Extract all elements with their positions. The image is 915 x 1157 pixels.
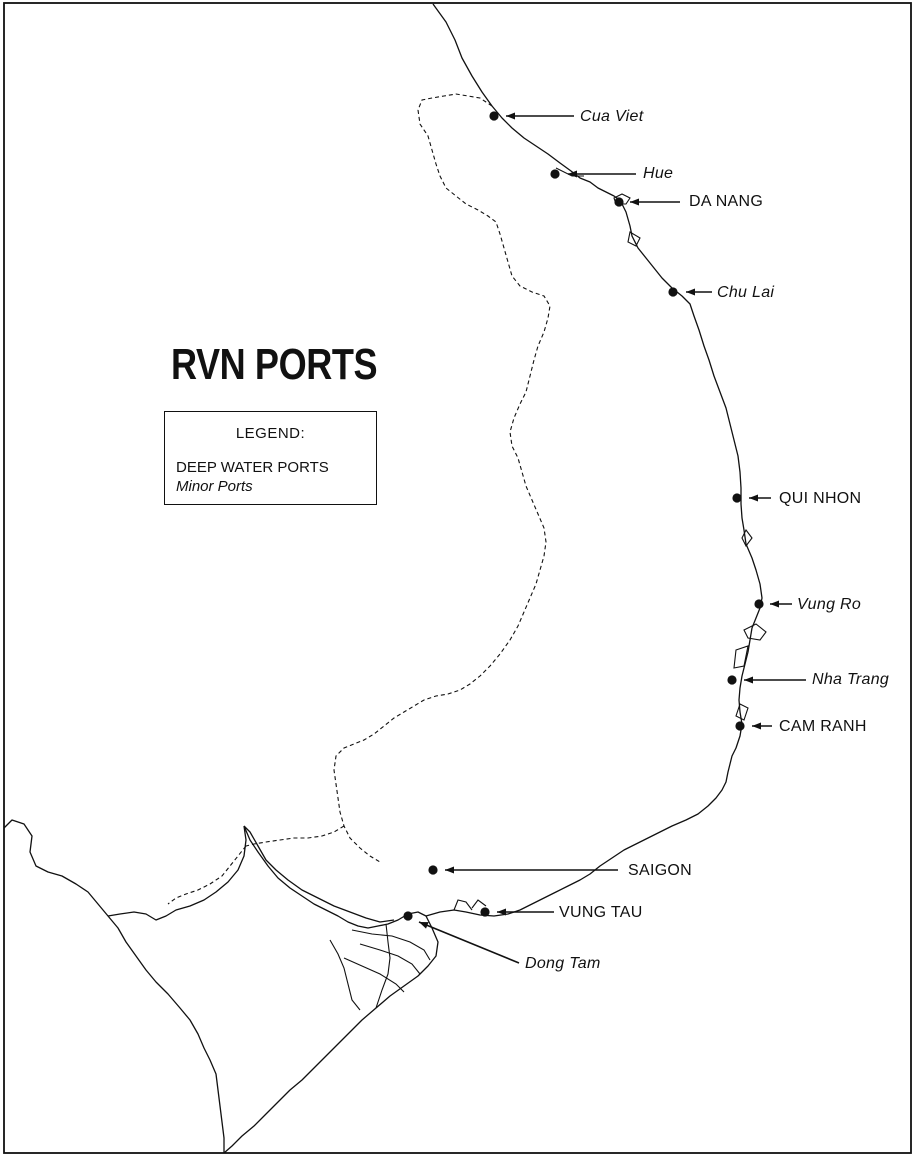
port-label-hue: Hue xyxy=(643,165,674,182)
port-dot-cam-ranh xyxy=(735,721,745,731)
coastline xyxy=(425,3,763,917)
port-label-cam-ranh: CAM RANH xyxy=(779,718,867,735)
port-arrowhead-cam-ranh xyxy=(752,722,761,730)
port-arrowhead-da-nang xyxy=(630,198,639,206)
port-label-qui-nhon: QUI NHON xyxy=(779,490,862,507)
port-label-chu-lai: Chu Lai xyxy=(717,284,775,301)
port-dot-saigon xyxy=(428,865,438,875)
legend: LEGEND: DEEP WATER PORTS Minor Ports xyxy=(164,411,377,505)
port-arrowhead-vung-ro xyxy=(770,600,779,608)
port-arrowhead-chu-lai xyxy=(686,288,695,296)
port-arrowhead-cua-viet xyxy=(506,112,515,120)
port-label-cua-viet: Cua Viet xyxy=(580,108,644,125)
port-label-nha-trang: Nha Trang xyxy=(812,671,890,688)
port-dot-qui-nhon xyxy=(732,493,742,503)
port-arrowhead-vung-tau xyxy=(497,908,506,916)
port-label-saigon: SAIGON xyxy=(628,862,693,879)
port-dot-nha-trang xyxy=(727,675,737,685)
map-border xyxy=(3,2,912,1154)
port-dot-vung-ro xyxy=(754,599,764,609)
port-dot-da-nang xyxy=(614,197,624,207)
port-label-dong-tam: Dong Tam xyxy=(525,955,601,972)
port-label-vung-tau: VUNG TAU xyxy=(559,904,643,921)
port-markers xyxy=(403,111,806,964)
port-dot-hue xyxy=(550,169,560,179)
port-dot-vung-tau xyxy=(480,907,490,917)
port-dot-dong-tam xyxy=(403,911,413,921)
map-title: RVN PORTS xyxy=(171,340,378,389)
port-dot-chu-lai xyxy=(668,287,678,297)
port-arrowhead-hue xyxy=(568,170,577,178)
port-arrowhead-qui-nhon xyxy=(749,494,758,502)
coast-detail xyxy=(555,167,767,721)
west-coastline xyxy=(3,819,247,1153)
port-arrowhead-saigon xyxy=(445,866,454,874)
legend-title: LEGEND: xyxy=(235,425,306,442)
delta-channels xyxy=(329,899,487,1011)
port-arrowhead-nha-trang xyxy=(744,676,753,684)
port-label-da-nang: DA NANG xyxy=(689,193,764,210)
international-border xyxy=(167,93,551,905)
port-dot-cua-viet xyxy=(489,111,499,121)
port-label-vung-ro: Vung Ro xyxy=(797,596,862,613)
port-arrowhead-dong-tam xyxy=(419,922,429,929)
legend-deep-water-ports: DEEP WATER PORTS xyxy=(176,459,329,476)
legend-minor-ports: Minor Ports xyxy=(176,478,253,495)
delta-coastline xyxy=(223,825,439,1154)
port-leader-line-dong-tam xyxy=(418,921,520,964)
